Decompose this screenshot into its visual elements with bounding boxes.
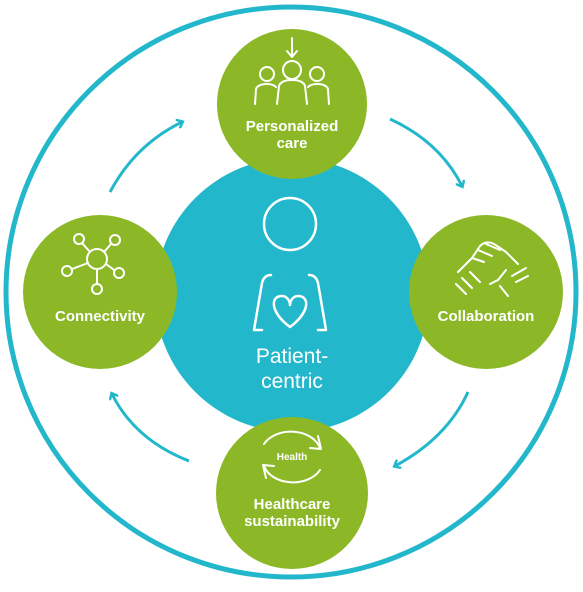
center-label-line1: Patient- — [255, 345, 329, 368]
node-top-circle — [217, 29, 367, 179]
node-top-label-line1: Personalized — [245, 118, 339, 135]
network-icon — [61, 233, 125, 295]
people-group-icon — [254, 37, 330, 105]
outer-ring — [3, 4, 579, 580]
arrow-bottom-to-left — [112, 394, 190, 463]
center-label: Patient- centric — [212, 344, 372, 394]
node-top-label-line2: care — [276, 135, 308, 153]
node-top-label: Personalized care — [222, 118, 362, 153]
arrow-top-to-right — [389, 117, 462, 186]
node-bottom-label-line2: sustainability — [244, 513, 340, 531]
node-left-label: Connectivity — [54, 308, 145, 325]
node-bottom-label: Healthcare sustainability — [222, 496, 362, 531]
node-right-label: Collaboration — [437, 308, 535, 325]
arrow-right-to-bottom — [395, 391, 470, 466]
arrow-left-to-top — [108, 122, 182, 193]
cycle-icon-text: Health — [276, 452, 308, 463]
cycle-icon — [262, 430, 322, 484]
handshake-icon — [455, 241, 529, 297]
center-label-line2: centric — [261, 370, 323, 394]
node-bottom-label-line1: Healthcare — [253, 496, 331, 513]
patient-heart-icon — [252, 196, 328, 332]
center-circle — [155, 158, 429, 432]
node-right-circle — [409, 215, 563, 369]
node-bottom-circle — [216, 417, 368, 569]
